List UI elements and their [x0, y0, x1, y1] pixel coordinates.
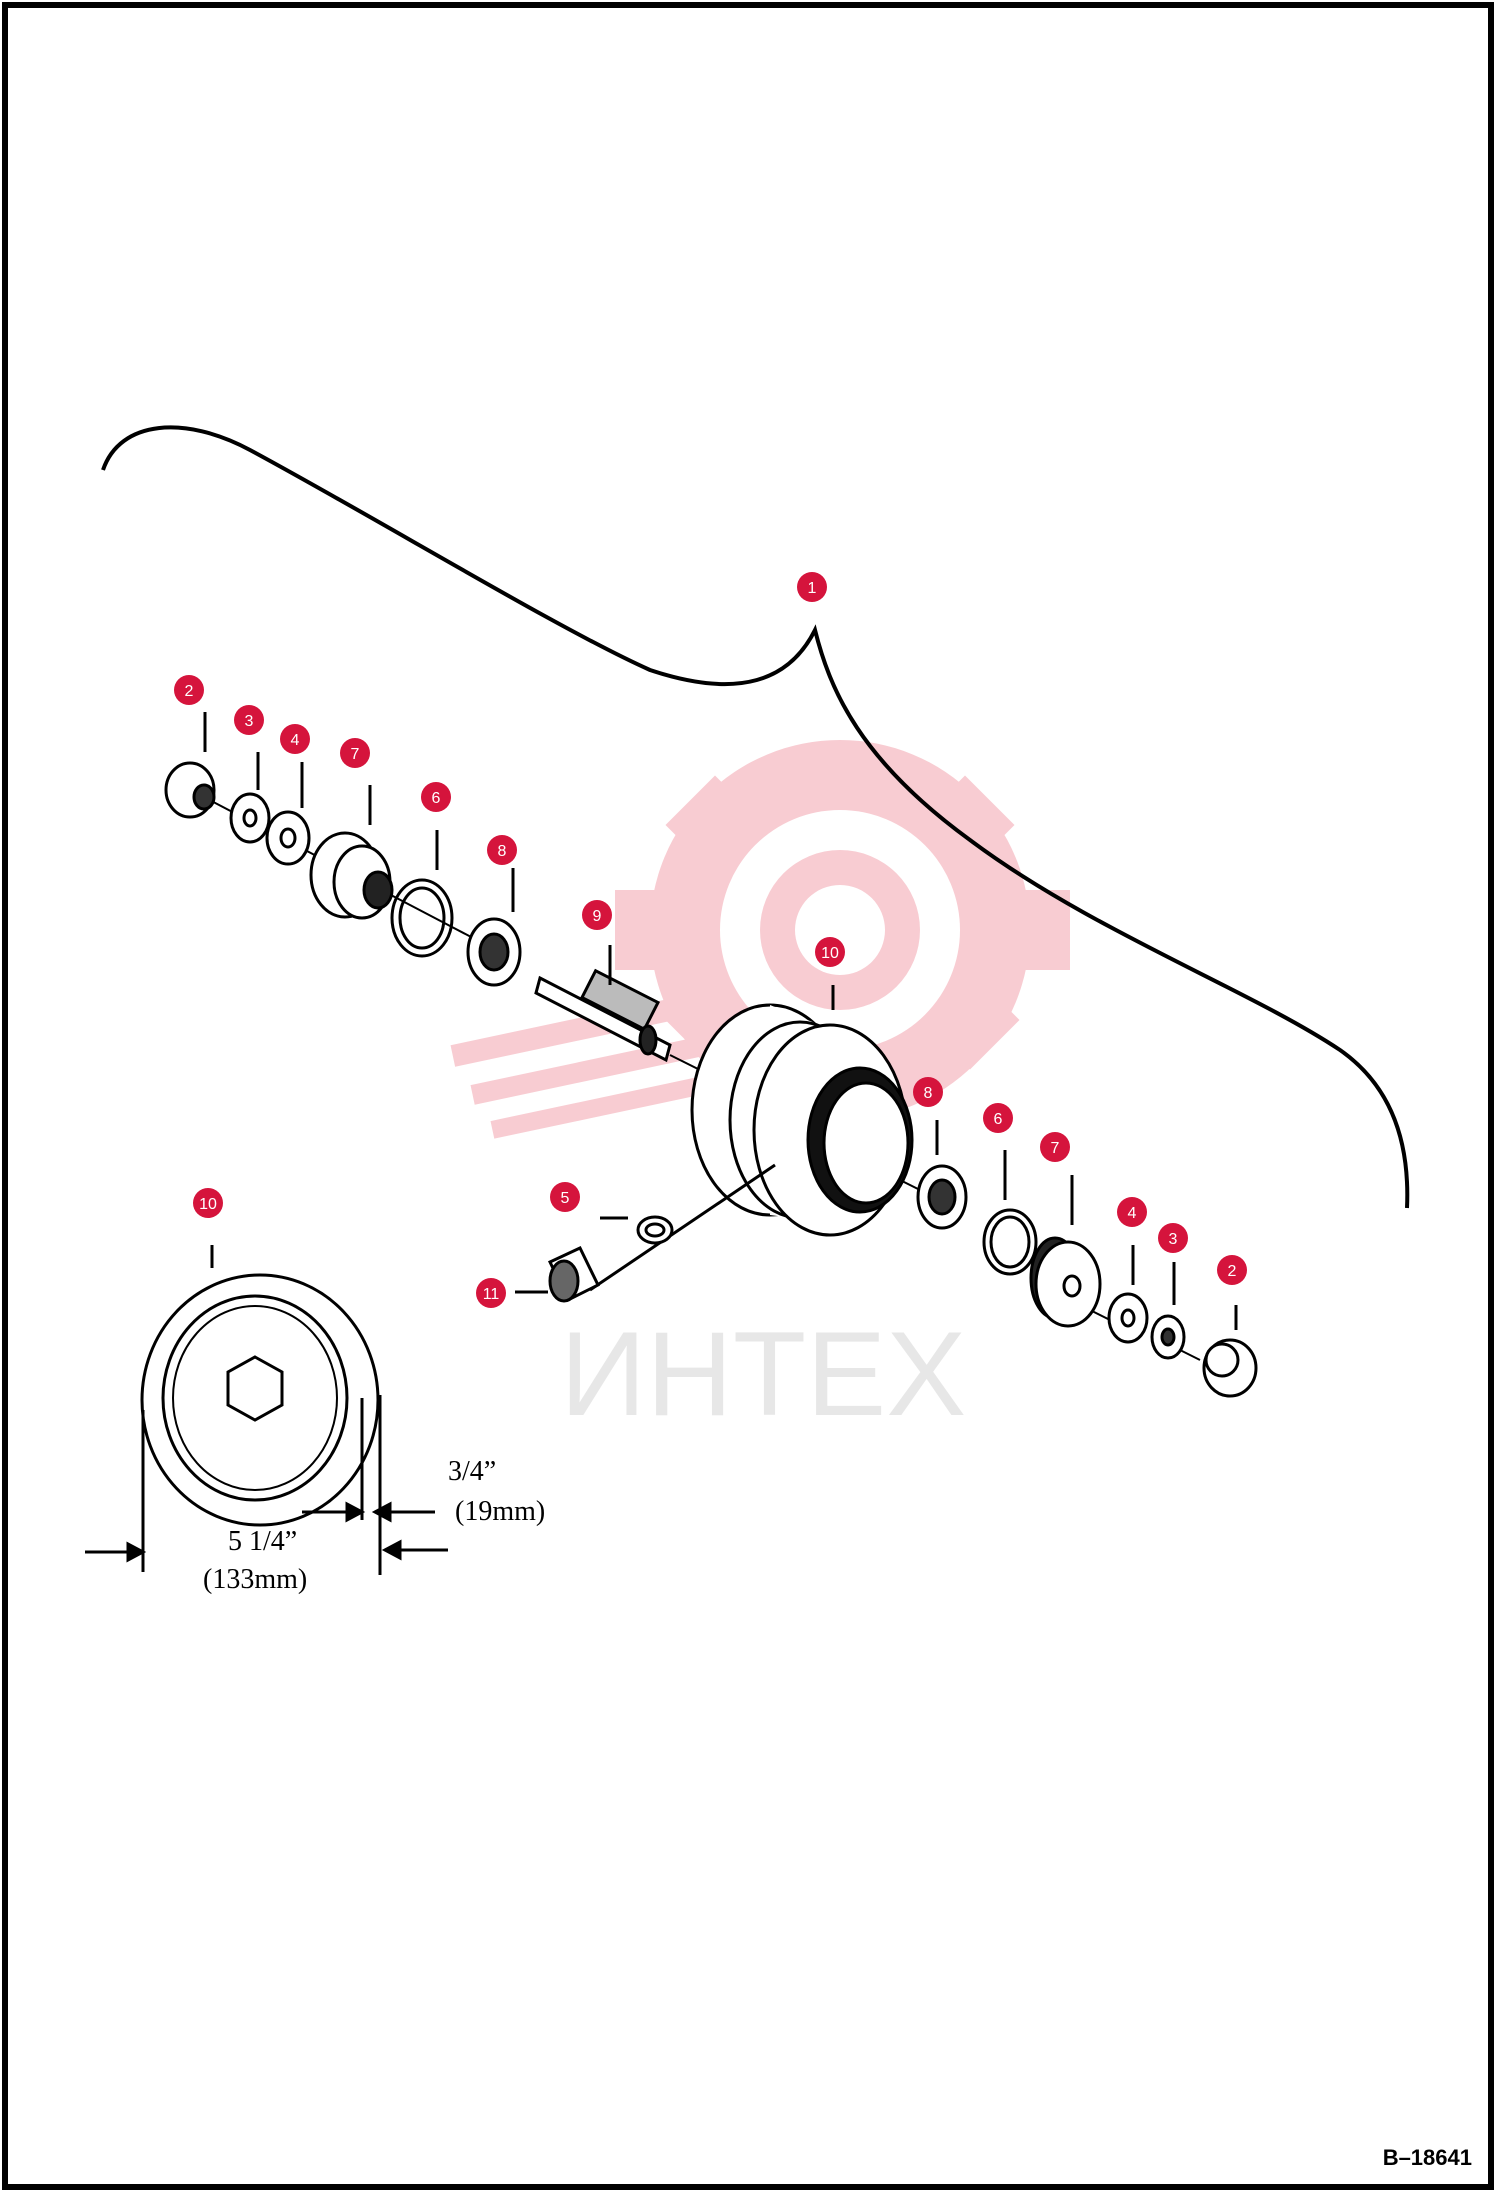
callout-2-left[interactable]: 2	[174, 675, 204, 705]
callout-marker	[234, 705, 264, 735]
callout-marker	[421, 782, 451, 812]
callout-marker	[280, 724, 310, 754]
part-10-idler-wheel	[690, 1003, 914, 1237]
callout-1[interactable]: 1	[797, 572, 827, 602]
callout-marker	[193, 1188, 223, 1218]
callout-label: 2	[185, 683, 194, 700]
figure-id: B–18641	[1383, 2145, 1472, 2170]
callout-label: 4	[1128, 1205, 1137, 1222]
callout-label: 8	[924, 1085, 933, 1102]
callout-label: 7	[351, 746, 360, 763]
callout-marker	[983, 1103, 1013, 1133]
part-2-nut-left	[164, 761, 216, 819]
part-3-washer-right	[1150, 1314, 1186, 1360]
callout-label: 10	[821, 945, 839, 962]
callout-11[interactable]: 11	[476, 1278, 506, 1308]
callout-label: 6	[432, 790, 441, 807]
watermark-text: ИНТЕХ	[560, 1307, 966, 1441]
callout-marker	[174, 675, 204, 705]
part-2-nut-right	[1202, 1338, 1258, 1398]
callout-10-wheel[interactable]: 10	[815, 937, 845, 967]
callout-3-right[interactable]: 3	[1158, 1223, 1188, 1253]
callout-label: 3	[1169, 1231, 1178, 1248]
callout-marker	[476, 1278, 506, 1308]
callout-7-left[interactable]: 7	[340, 738, 370, 768]
callout-marker	[1117, 1197, 1147, 1227]
leader-lines	[203, 712, 1238, 1330]
part-6-snap-ring-left	[390, 878, 454, 958]
part-7-cap-left	[309, 831, 394, 920]
callout-marker	[1217, 1255, 1247, 1285]
callout-label: 6	[994, 1111, 1003, 1128]
callout-7-right[interactable]: 7	[1040, 1132, 1070, 1162]
assembly-bracket	[101, 425, 1410, 1209]
part-9-shaft	[534, 968, 672, 1063]
callout-label: 8	[498, 843, 507, 860]
part-4-seal-right	[1107, 1292, 1149, 1344]
callout-marker	[1040, 1132, 1070, 1162]
callout-marker	[913, 1077, 943, 1107]
callout-marker	[815, 937, 845, 967]
callout-marker	[797, 572, 827, 602]
dimension-lines	[85, 1395, 448, 1575]
callout-8-left[interactable]: 8	[487, 835, 517, 865]
callout-6-right[interactable]: 6	[983, 1103, 1013, 1133]
diameter-dimension-imperial: 5 1/4”	[228, 1526, 297, 1557]
width-dimension-metric: (19mm)	[455, 1496, 545, 1527]
callout-10-end-view[interactable]: 10	[193, 1188, 223, 1218]
callout-layer: 1 2 3 4 7 6 8 9	[174, 572, 1247, 1308]
callout-label: 11	[483, 1286, 500, 1303]
part-3-washer-left	[229, 792, 271, 844]
part-11-plug	[547, 1246, 600, 1303]
callout-label: 7	[1051, 1140, 1060, 1157]
part-8-bearing-right	[916, 1164, 968, 1230]
callout-label: 9	[593, 908, 602, 925]
part-10-end-view	[140, 1273, 380, 1527]
callout-4-left[interactable]: 4	[280, 724, 310, 754]
callout-4-right[interactable]: 4	[1117, 1197, 1147, 1227]
callout-label: 2	[1228, 1263, 1237, 1280]
part-7-cap-right	[1029, 1236, 1102, 1328]
part-5-o-ring	[589, 1163, 776, 1292]
callout-3-left[interactable]: 3	[234, 705, 264, 735]
diameter-dimension-metric: (133mm)	[203, 1564, 307, 1595]
part-6-snap-ring-right	[982, 1208, 1038, 1276]
callout-marker	[550, 1182, 580, 1212]
callout-marker	[582, 900, 612, 930]
callout-marker	[340, 738, 370, 768]
callout-marker	[487, 835, 517, 865]
callout-marker	[1158, 1223, 1188, 1253]
callout-2-right[interactable]: 2	[1217, 1255, 1247, 1285]
callout-label: 1	[808, 580, 817, 597]
width-dimension-imperial: 3/4”	[448, 1456, 496, 1487]
callout-6-left[interactable]: 6	[421, 782, 451, 812]
watermark-logo: ИНТЕХ	[450, 740, 1070, 1441]
part-4-seal-left	[265, 810, 311, 866]
callout-label: 3	[245, 713, 254, 730]
callout-5[interactable]: 5	[550, 1182, 580, 1212]
callout-label: 5	[561, 1190, 570, 1207]
part-8-bearing-left	[466, 917, 522, 987]
callout-label: 4	[291, 732, 300, 749]
callout-8-right[interactable]: 8	[913, 1077, 943, 1107]
callout-label: 10	[199, 1196, 217, 1213]
callout-9[interactable]: 9	[582, 900, 612, 930]
